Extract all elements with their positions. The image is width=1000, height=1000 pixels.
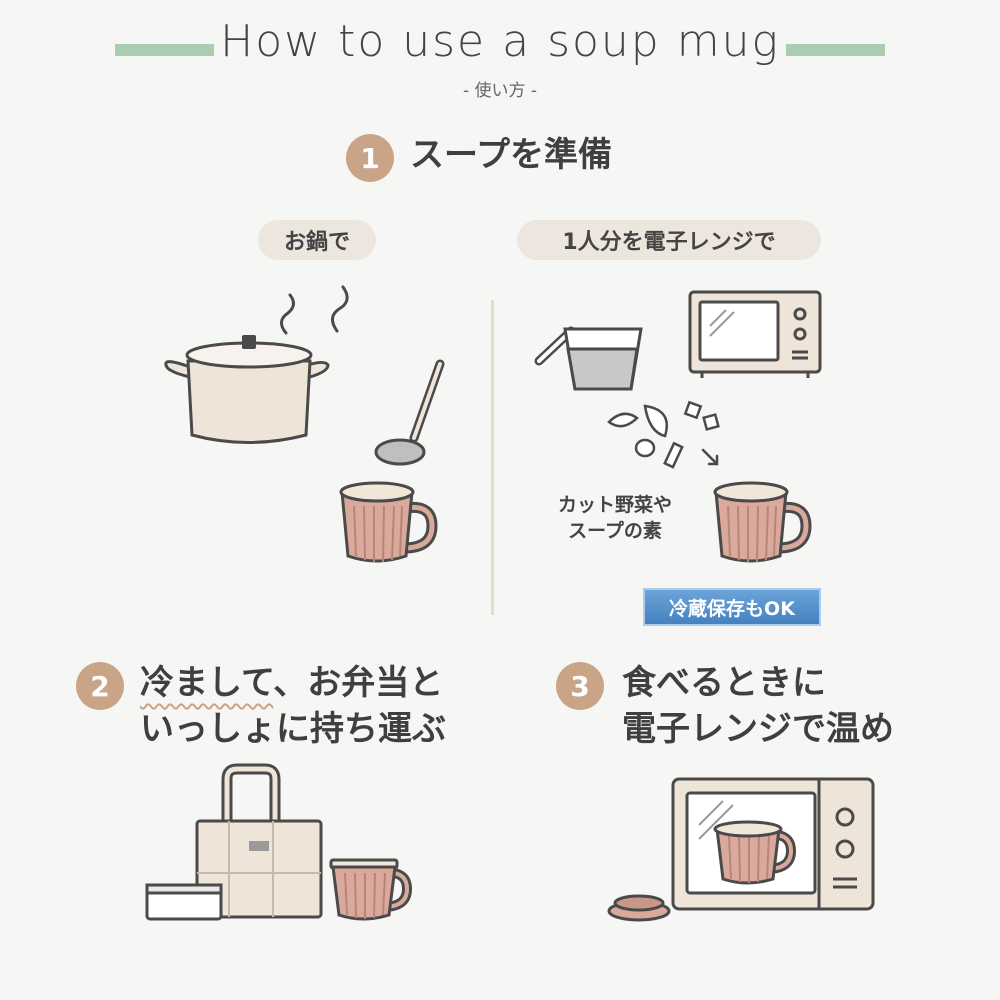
ingredients-note-line-1: カット野菜や [557,494,672,516]
microwave-method-label: 1人分を電子レンジで [517,220,821,260]
pot-method-label: お鍋で [258,220,376,260]
page-subtitle: - 使い方 - [462,81,538,101]
microwave-heating-icon [607,777,875,922]
column-divider [491,300,494,615]
step-3-title-line-1: 食べるときに [622,663,826,703]
measuring-cup-icon [534,326,643,391]
vegetables-icon [607,400,720,469]
ingredients-note: カット野菜や スープの素 [545,492,685,544]
step-3-title-line-2: 電子レンジで温め [622,709,894,749]
lunch-bag-icon [145,763,413,921]
step-2-number: 2 [76,662,124,710]
step-1-title: スープを準備 [410,135,612,175]
step-2-title-emphasis: 冷まして [140,663,274,703]
step-3-number: 3 [556,662,604,710]
step-2-title-line-2: いっしょに持ち運ぶ [140,709,446,749]
microwave-icon [688,290,822,378]
page-title: How to use a soup mug [0,16,1000,67]
step-2-title: 冷まして、お弁当と いっしょに持ち運ぶ [140,660,446,752]
refrigerate-ok-badge: 冷蔵保存もOK [643,588,821,626]
step-3-title: 食べるときに 電子レンジで温め [622,660,894,752]
ladle-icon [374,359,445,466]
pot-icon [164,285,349,444]
soup-mug-icon [339,481,438,563]
step-2-title-rest: 、お弁当と [273,663,444,703]
ingredients-note-line-2: スープの素 [568,520,662,542]
step-1-number: 1 [346,134,394,182]
soup-mug-icon [713,481,812,563]
